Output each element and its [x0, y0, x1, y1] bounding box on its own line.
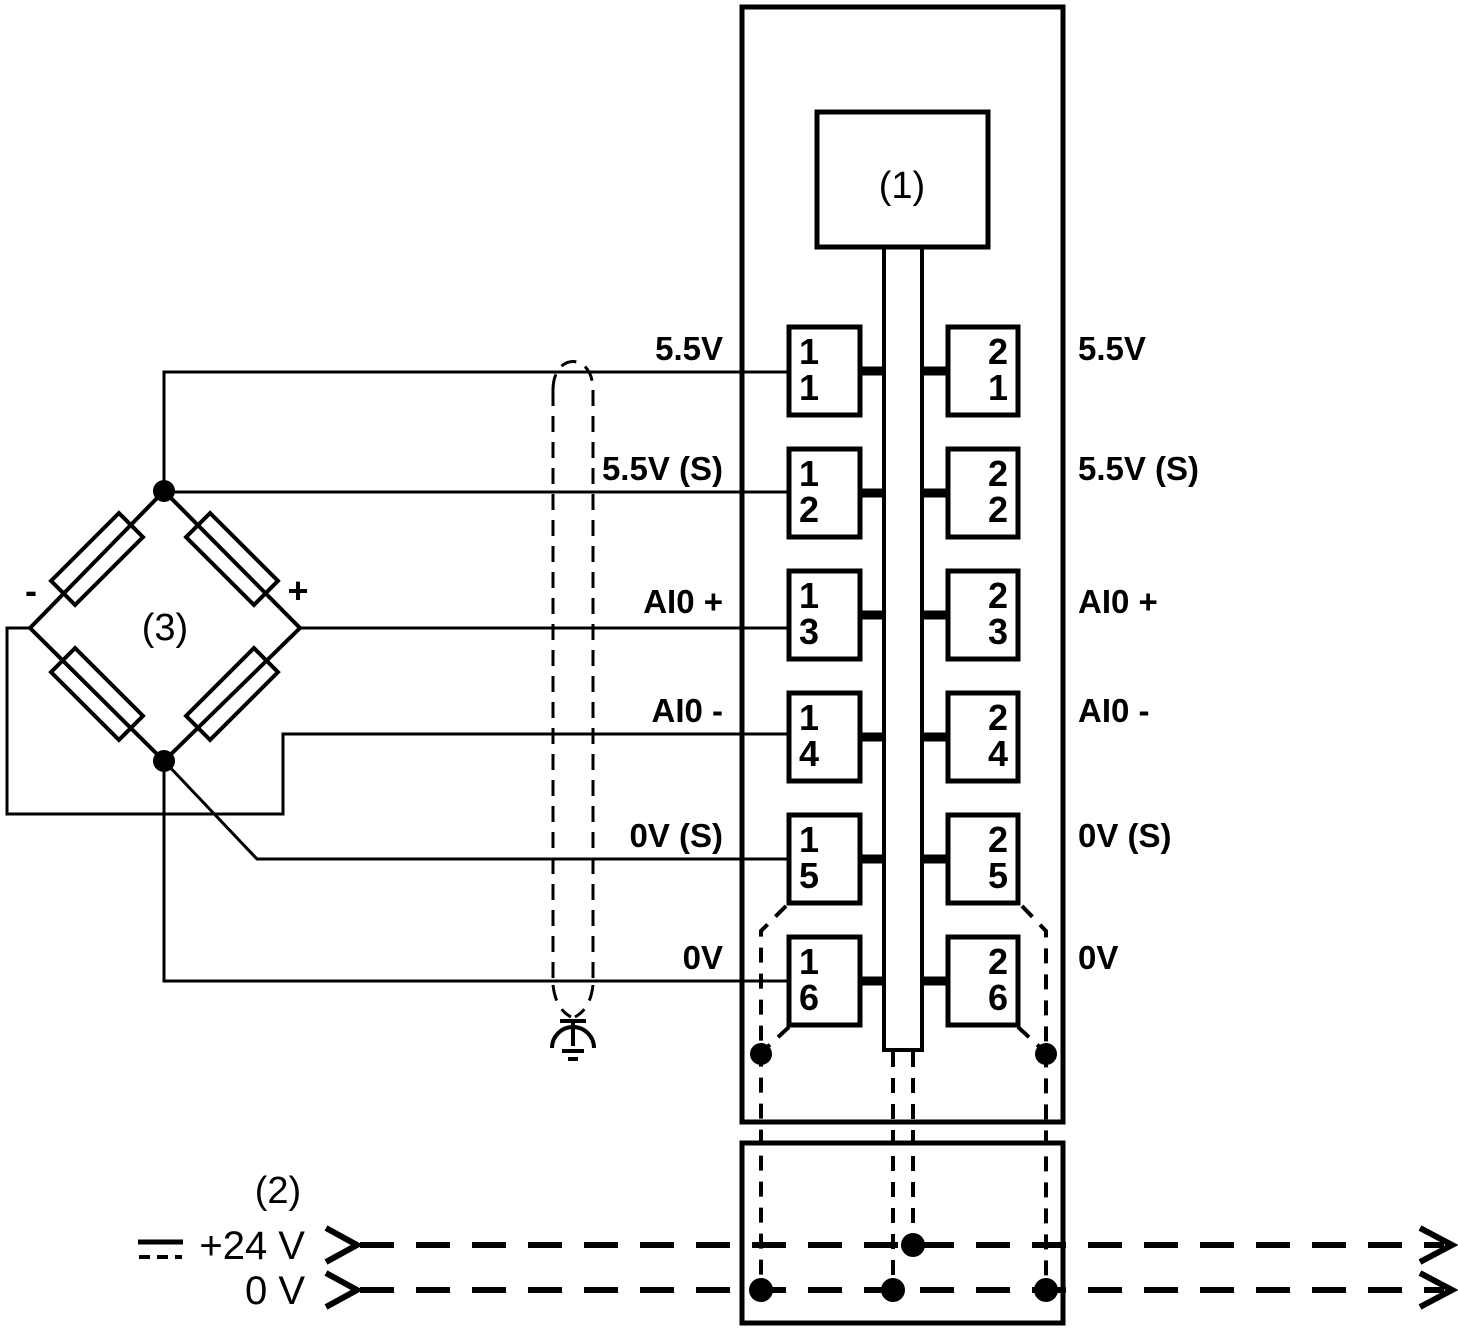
power-supply-callout: (2) — [255, 1170, 301, 1212]
module-bus-stem — [882, 247, 924, 1052]
dc-symbol — [138, 1239, 183, 1259]
chevron-left-0v-icon — [324, 1270, 364, 1310]
junction-dot-0v-middle — [881, 1278, 905, 1302]
terminal-box-right-2-3 — [945, 568, 1021, 662]
terminal-label-left: AI0 + — [643, 583, 723, 620]
terminal-row-6: 0V 1 6 2 6 0V — [683, 934, 1118, 1028]
pin-number: 2 — [988, 489, 1008, 530]
chevron-left-24v-icon — [324, 1225, 364, 1265]
pin-number: 4 — [799, 733, 819, 774]
terminal-row-4: AI0 - 1 4 2 4 AI0 - — [651, 690, 1150, 784]
terminal-row-1: 5.5V 1 1 2 1 5.5V — [655, 324, 1146, 418]
terminal-label-right: 5.5V (S) — [1078, 450, 1199, 487]
io-module-outline — [739, 4, 1066, 1125]
ground-arc — [550, 1025, 596, 1049]
bridge-resistor-bottom-left — [48, 645, 146, 743]
junction-dot-0v-right — [1034, 1278, 1058, 1302]
terminal-box-right-2-1 — [945, 324, 1021, 418]
dashed-link-right — [1020, 904, 1048, 1288]
arrow-right-0v-icon — [1418, 1270, 1458, 1310]
ground-icon — [550, 1019, 596, 1061]
wire-signal-ai0-minus — [5, 626, 789, 816]
bridge-callout: (3) — [142, 607, 188, 649]
terminal-label-right: AI0 - — [1078, 692, 1150, 729]
pin-number: 4 — [988, 733, 1008, 774]
power-rails — [324, 1225, 1458, 1310]
junction-dot-24v — [901, 1233, 925, 1257]
terminal-box-right-2-4 — [945, 690, 1021, 784]
power-feed-block — [739, 1140, 1066, 1326]
module-callout: (1) — [879, 165, 925, 207]
bridge-resistor-top-right — [183, 510, 281, 608]
pin-connector-number: 1 — [799, 941, 819, 982]
power-0v-label: 0 V — [245, 1269, 305, 1313]
terminal-row-2: 5.5V (S) 1 2 2 2 5.5V (S) — [602, 446, 1199, 540]
shield-top-arc — [551, 360, 595, 391]
cable-shield-capsule — [551, 360, 595, 1019]
junction-dot-bridge-top — [153, 480, 175, 502]
bridge-plus-sign: + — [287, 570, 308, 611]
wire-excitation-0v — [162, 761, 789, 983]
pin-number: 2 — [799, 489, 819, 530]
arrow-right-24v-icon — [1418, 1225, 1458, 1265]
pin-connector-number: 2 — [988, 331, 1008, 372]
pin-connector-number: 2 — [988, 941, 1008, 982]
pin-number: 3 — [799, 611, 819, 652]
wire-excitation-plus-5v5 — [162, 370, 789, 491]
power-24v-label: +24 V — [199, 1224, 305, 1268]
pin-number: 3 — [988, 611, 1008, 652]
terminal-label-left: 0V (S) — [629, 817, 723, 854]
pin-number: 1 — [988, 367, 1008, 408]
junction-dot-bridge-bottom — [153, 750, 175, 772]
bridge-minus-sign: - — [25, 570, 37, 611]
shield-bottom-left-arc — [551, 984, 572, 1019]
pin-connector-number: 1 — [799, 819, 819, 860]
pin-connector-number: 1 — [799, 575, 819, 616]
strain-gauge-bridge: - + (3) — [25, 480, 309, 772]
terminal-label-right: 0V (S) — [1078, 817, 1172, 854]
pin-connector-number: 2 — [988, 453, 1008, 494]
terminal-label-right: 5.5V — [1078, 330, 1146, 367]
terminal-row-5: 0V (S) 1 5 2 5 0V (S) — [629, 812, 1172, 906]
sensor-wires — [5, 370, 789, 983]
pin-connector-number: 1 — [799, 453, 819, 494]
bridge-resistor-top-left — [48, 510, 146, 608]
dashed-link-left — [759, 904, 788, 1288]
pin-number: 5 — [799, 855, 819, 896]
terminal-box-right-2-5 — [945, 812, 1021, 906]
shield-bottom-right-arc — [574, 984, 595, 1019]
terminal-row-3: AI0 + 1 3 2 3 AI0 + — [643, 568, 1158, 662]
terminal-label-left: 5.5V — [655, 330, 723, 367]
junction-dot-left — [750, 1043, 772, 1065]
wire-sense-0v-s — [162, 759, 789, 861]
junction-dot-0v-left — [749, 1278, 773, 1302]
bridge-resistor-bottom-right — [183, 645, 281, 743]
pin-connector-number: 1 — [799, 331, 819, 372]
terminal-label-right: AI0 + — [1078, 583, 1158, 620]
terminal-label-right: 0V — [1078, 939, 1118, 976]
terminal-box-right-2-6 — [945, 934, 1021, 1028]
pin-number: 6 — [988, 977, 1008, 1018]
terminal-label-left: AI0 - — [651, 692, 723, 729]
pin-connector-number: 1 — [799, 697, 819, 738]
junction-dot-right — [1035, 1043, 1057, 1065]
terminal-label-left: 0V — [683, 939, 723, 976]
pin-connector-number: 2 — [988, 575, 1008, 616]
pin-number: 1 — [799, 367, 819, 408]
module-connector-box — [814, 109, 991, 250]
pin-connector-number: 2 — [988, 819, 1008, 860]
terminal-label-left: 5.5V (S) — [602, 450, 723, 487]
pin-number: 6 — [799, 977, 819, 1018]
pin-connector-number: 2 — [988, 697, 1008, 738]
terminal-box-right-2-2 — [945, 446, 1021, 540]
pin-number: 5 — [988, 855, 1008, 896]
